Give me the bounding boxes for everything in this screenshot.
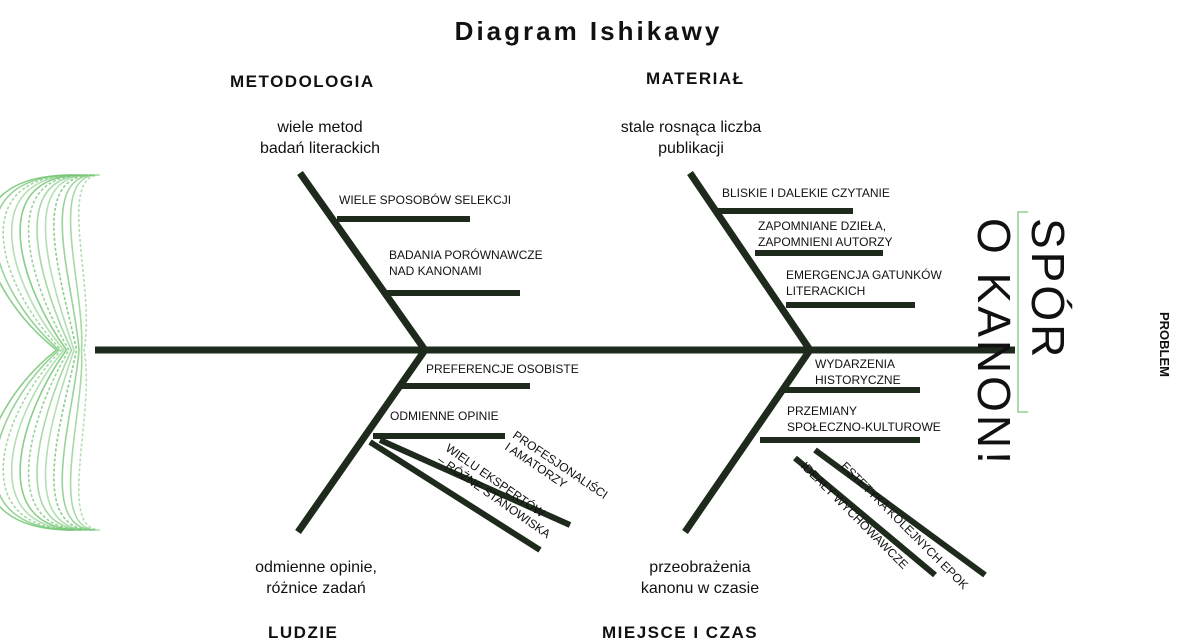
tail-stroke	[2, 174, 78, 531]
bone-metodologia	[297, 170, 428, 353]
bone-miejsce-czas	[682, 348, 813, 534]
tail-stroke	[10, 174, 81, 531]
cause-label: WYDARZENIA HISTORYCZNE	[815, 357, 901, 387]
tail-stroke	[77, 174, 101, 531]
category-ludzie: LUDZIE	[268, 623, 339, 642]
desc-material: stale rosnąca liczba publikacji	[620, 119, 762, 157]
tail-stroke	[36, 174, 88, 531]
category-material: MATERIAŁ	[646, 69, 745, 88]
bracket-line	[1017, 211, 1028, 413]
cause-label: EMERGENCJA GATUNKÓW LITERACKICH	[786, 268, 942, 298]
tail-stroke	[53, 174, 93, 531]
problem-statement: SPÓR O KANON!	[968, 218, 1074, 467]
cause-label: PRZEMIANY SPOŁECZNO-KULTUROWE	[787, 404, 941, 434]
tail-stroke	[69, 174, 98, 531]
rib-line	[368, 439, 542, 553]
problem-tag: PROBLEM	[1157, 312, 1172, 377]
category-miejsce-czas: MIEJSCE I CZAS	[602, 623, 759, 642]
bone-lines	[95, 170, 1015, 578]
cause-label: PREFERENCJE OSOBISTE	[426, 362, 579, 376]
desc-miejsce-czas: przeobrażenia kanonu w czasie	[640, 559, 760, 597]
fish-tail	[0, 174, 101, 531]
cause-label: ZAPOMNIANE DZIEŁA, ZAPOMNIENI AUTORZY	[758, 219, 893, 249]
cause-label: WIELE SPOSOBÓW SELEKCJI	[339, 193, 512, 207]
cause-label: ODMIENNE OPINIE	[390, 409, 499, 423]
tail-stroke	[61, 174, 96, 531]
tail-stroke	[0, 174, 76, 531]
diagram-title: Diagram Ishikawy	[454, 16, 723, 46]
bone-ludzie	[295, 347, 428, 535]
cause-label: BADANIA PORÓWNAWCZE NAD KANONAMI	[389, 248, 543, 278]
desc-ludzie: odmienne opinie, różnice zadań	[255, 559, 377, 597]
problem-bracket	[1017, 211, 1028, 413]
category-metodologia: METODOLOGIA	[230, 72, 375, 91]
tail-stroke	[0, 174, 73, 531]
tail-stroke	[27, 174, 86, 531]
rib-line	[793, 455, 937, 578]
tail-stroke	[44, 174, 91, 531]
desc-metodologia: wiele metod badań literackich	[259, 119, 381, 157]
rib-line	[378, 437, 572, 528]
tail-stroke	[19, 174, 83, 531]
bone-material	[687, 171, 813, 352]
cause-label: BLISKIE I DALEKIE CZYTANIE	[722, 186, 890, 200]
rib-line	[813, 447, 987, 578]
